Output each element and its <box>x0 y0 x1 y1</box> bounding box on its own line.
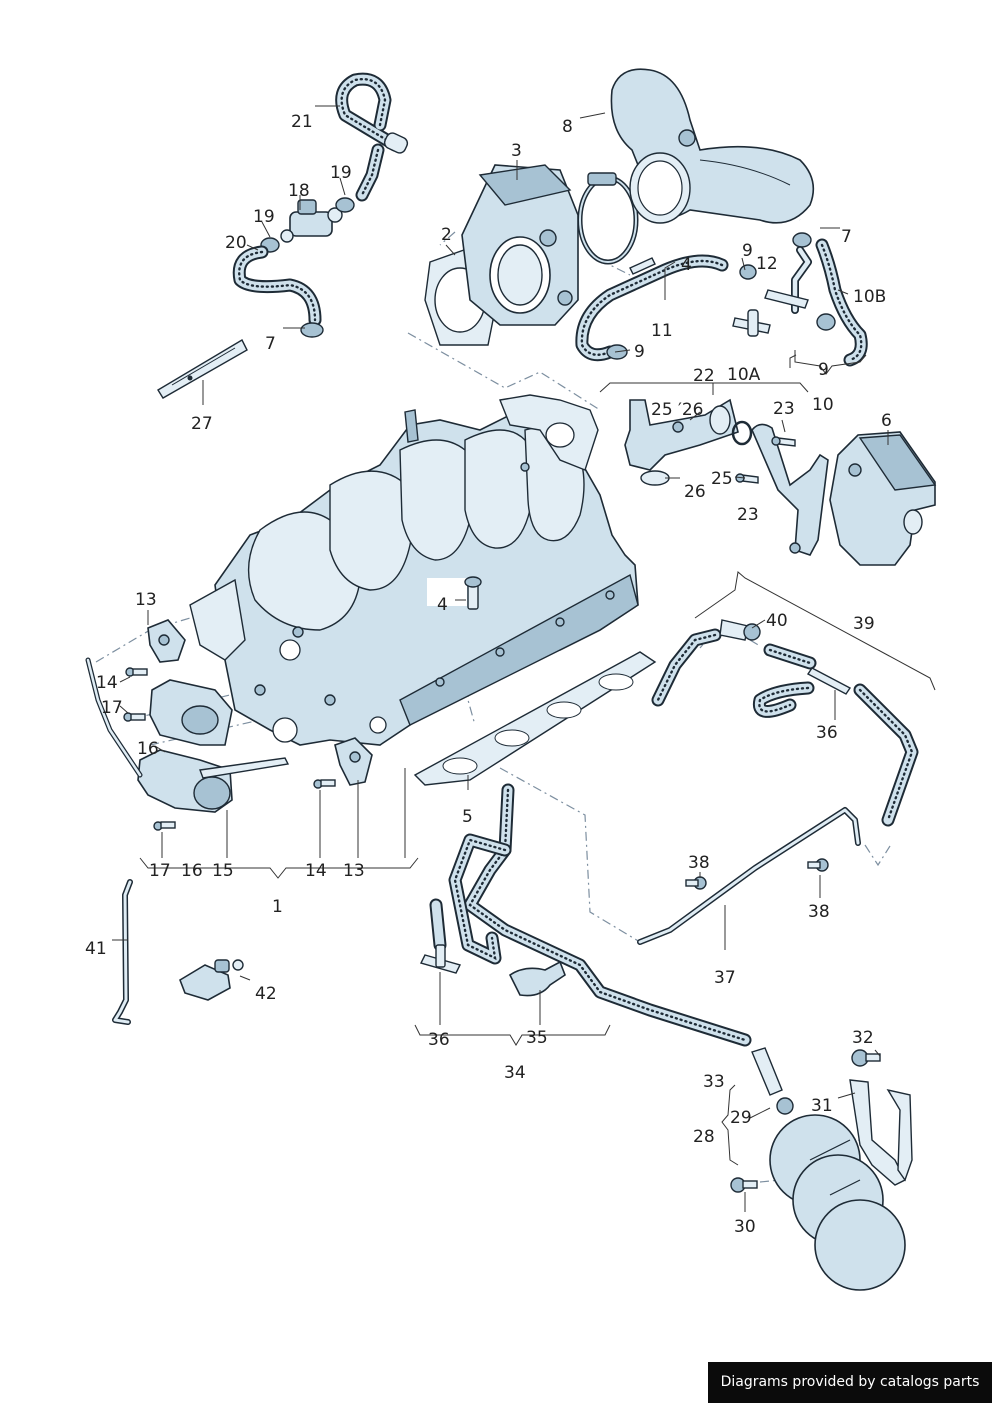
callout-15: 15 <box>212 861 234 881</box>
callout-39: 39 <box>853 614 875 634</box>
actuator-16 <box>149 679 233 746</box>
group-brackets <box>139 350 936 1166</box>
callout-31: 31 <box>811 1096 833 1116</box>
callout-26-bottom: 26 <box>684 482 706 502</box>
vacuum-reservoir-28 <box>769 1114 906 1291</box>
callout-23-bottom: 23 <box>737 505 759 525</box>
bolt-30 <box>730 1177 758 1193</box>
callout-2: 2 <box>441 225 452 245</box>
hose-clamp-3 <box>577 172 639 265</box>
rod-linkage <box>85 657 143 778</box>
throttle-body-3 <box>461 164 579 326</box>
callout-9-right: 9 <box>818 360 829 380</box>
callout-21: 21 <box>291 112 313 132</box>
callout-42: 42 <box>255 984 277 1004</box>
callout-25-bottom: 25 <box>711 469 733 489</box>
callout-3: 3 <box>511 141 522 161</box>
callout-38-right: 38 <box>808 902 830 922</box>
callout-41: 41 <box>85 939 107 959</box>
callout-4: 4 <box>437 595 448 615</box>
callout-22: 22 <box>693 366 715 386</box>
bolt-11 <box>629 257 656 275</box>
callout-40: 40 <box>766 611 788 631</box>
bracket-31 <box>849 1079 913 1186</box>
pipe-23 <box>751 423 829 556</box>
intake-manifold-1 <box>189 394 639 746</box>
callout-34: 34 <box>504 1063 526 1083</box>
credit-banner: Diagrams provided by catalogs parts <box>708 1362 992 1403</box>
valve-42 <box>179 959 244 1001</box>
callout-36-right: 36 <box>816 723 838 743</box>
callout-labels: 21 18 19 19 20 7 27 2 3 8 7 4 9 12 11 9 … <box>85 112 892 1237</box>
callout-35: 35 <box>526 1028 548 1048</box>
callout-7-right: 7 <box>841 227 852 247</box>
bracket-27 <box>157 339 248 399</box>
connector-10 <box>732 246 812 337</box>
callout-23-top: 23 <box>773 399 795 419</box>
vacuum-hose-21 <box>335 72 409 202</box>
callout-18: 18 <box>288 181 310 201</box>
callout-8: 8 <box>562 117 573 137</box>
callout-14-bottom: 14 <box>305 861 327 881</box>
bolt-23 <box>735 436 796 484</box>
sensor-13-right <box>334 737 373 786</box>
callout-14-left: 14 <box>96 673 118 693</box>
callout-26-top: ′26 <box>678 400 704 420</box>
callout-17-left: 17 <box>101 698 123 718</box>
callout-13-bottom: 13 <box>343 861 365 881</box>
callout-30: 30 <box>734 1217 756 1237</box>
callout-7-left: 7 <box>265 334 276 354</box>
bolt-4 <box>427 576 482 610</box>
gasket-5 <box>413 651 657 786</box>
callout-25-top: 25 <box>651 400 673 420</box>
callout-32: 32 <box>852 1028 874 1048</box>
callout-17-bottom: 17 <box>149 861 171 881</box>
callout-16-bottom: 16 <box>181 861 203 881</box>
callout-5: 5 <box>462 807 473 827</box>
callout-20: 20 <box>225 233 247 253</box>
valve-18 <box>280 199 343 243</box>
callout-9-top: 9 <box>742 241 753 261</box>
callout-33: 33 <box>703 1072 725 1092</box>
callout-1: 1 <box>272 897 283 917</box>
hose-assembly-34 <box>419 783 752 1047</box>
callout-10a: 10A <box>727 365 761 385</box>
metal-line-37 <box>637 807 861 945</box>
intake-duct-8 <box>610 68 815 224</box>
callout-13-left: 13 <box>135 590 157 610</box>
flange-22 <box>624 398 753 486</box>
sensor-13-left <box>147 619 186 663</box>
callout-27: 27 <box>191 414 213 434</box>
callout-19-left: 19 <box>253 207 275 227</box>
callout-10b: 10B <box>853 287 886 307</box>
callout-38-top: 38 <box>688 853 710 873</box>
callout-11: 11 <box>651 321 673 341</box>
oil-separator-6 <box>829 431 937 566</box>
callout-36-bottom: 36 <box>428 1030 450 1050</box>
callout-12: 12 <box>756 254 778 274</box>
vacuum-line-39 <box>651 619 919 827</box>
callout-29: 29 <box>730 1108 752 1128</box>
callout-19-top: 19 <box>330 163 352 183</box>
callout-9-bottom: 9 <box>634 342 645 362</box>
leader-lines <box>112 105 889 1212</box>
callout-37: 37 <box>714 968 736 988</box>
vacuum-hose-20 <box>232 245 324 338</box>
actuator-15 <box>137 749 290 813</box>
hose-11 <box>575 254 757 362</box>
pipe-41 <box>112 879 133 1025</box>
screws-38 <box>685 858 829 890</box>
callout-6: 6 <box>881 411 892 431</box>
callout-16-left: 16 <box>137 739 159 759</box>
callout-28: 28 <box>693 1127 715 1147</box>
callout-10: 10 <box>812 395 834 415</box>
callout-4-hose: 4 <box>681 255 692 275</box>
bolt-32 <box>851 1049 881 1067</box>
connector-33 <box>751 1047 794 1115</box>
